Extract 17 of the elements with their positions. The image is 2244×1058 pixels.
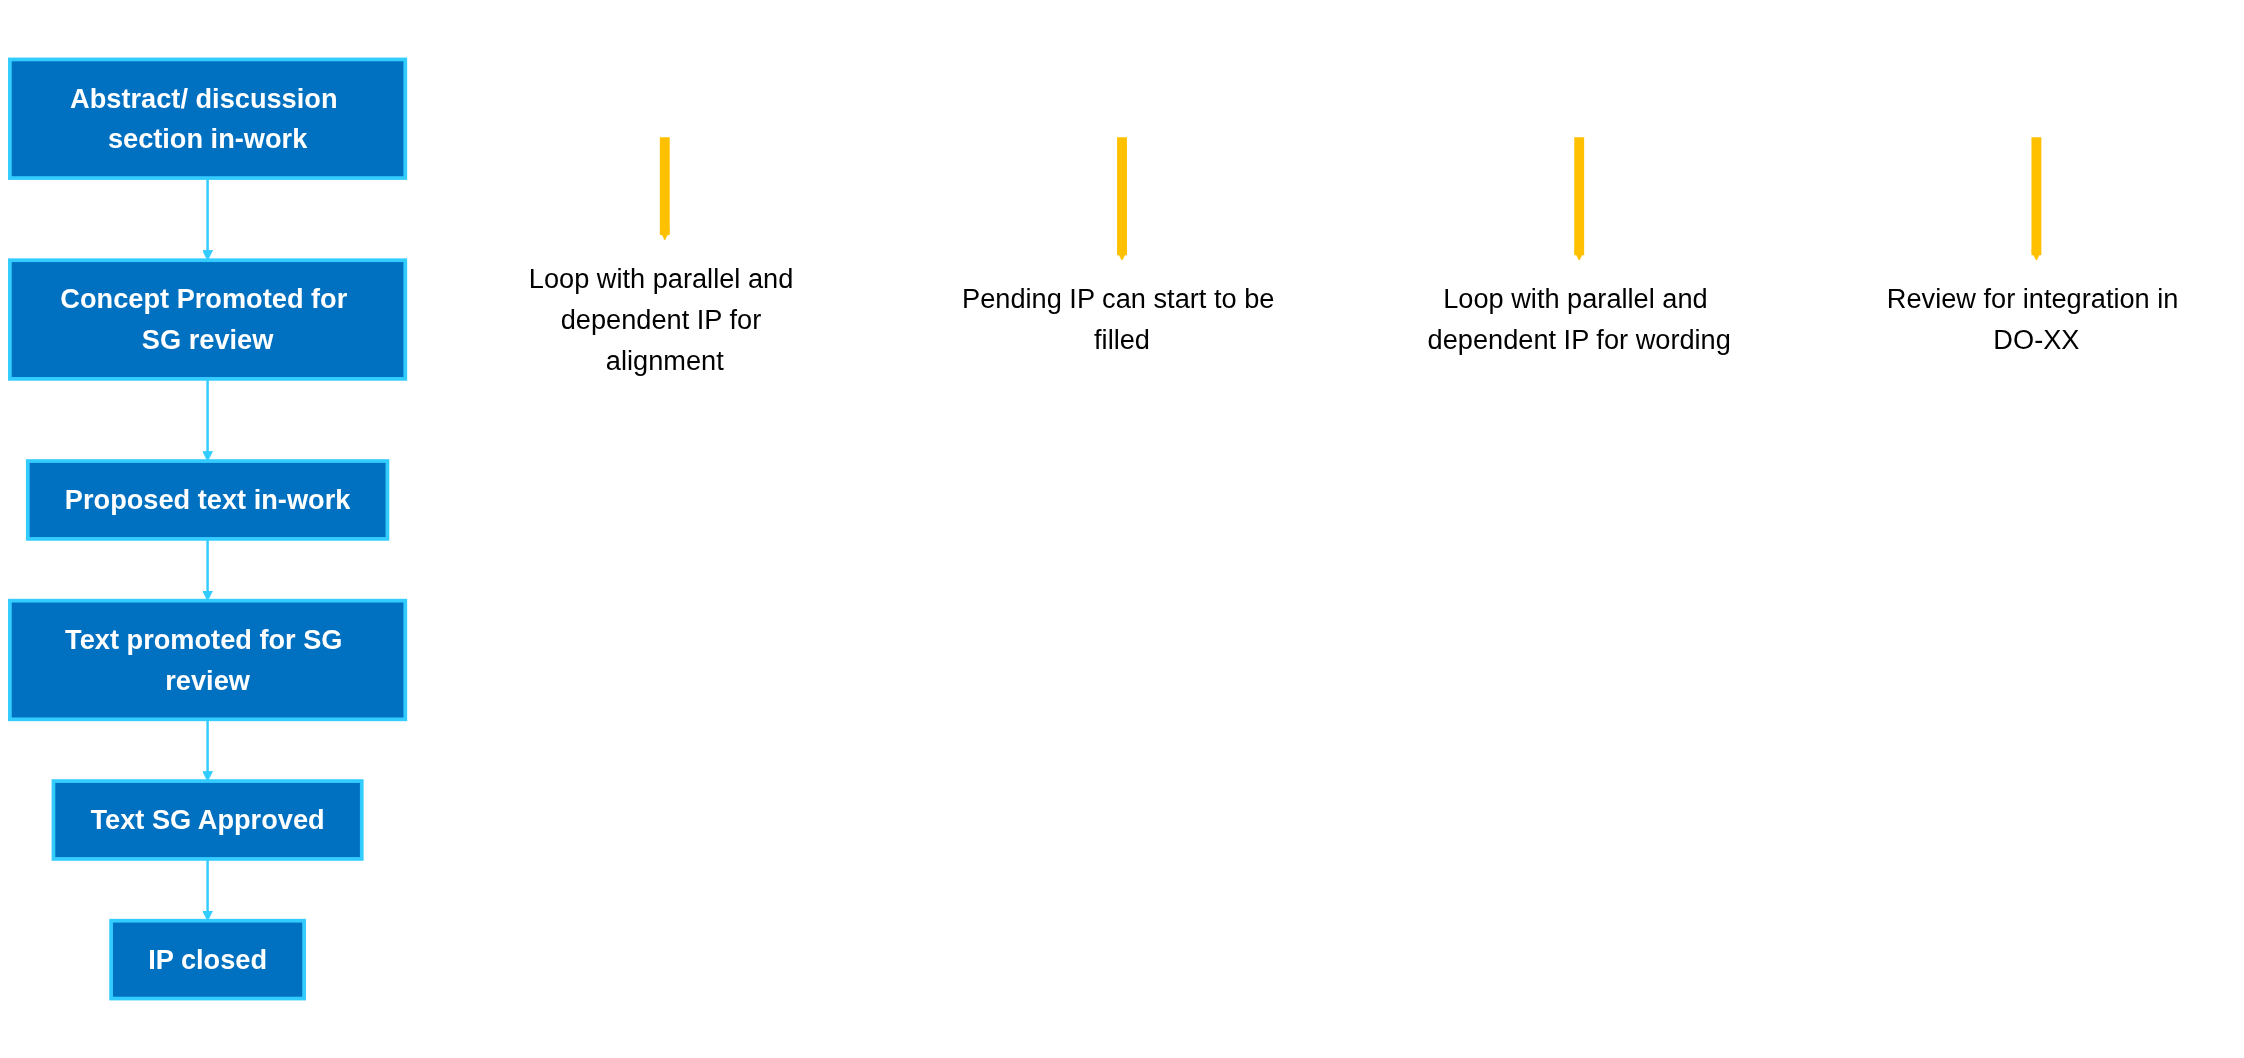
node-text: Pending IP can start to be filled	[962, 283, 1275, 356]
node-text: Loop with parallel and dependent IP for alignment	[528, 263, 794, 376]
node-box: Text SG Approved	[51, 779, 364, 861]
arrow	[1573, 137, 1585, 261]
arrow	[202, 378, 214, 462]
node-box: Proposed text in-work	[25, 459, 390, 541]
node-box: Text promoted for SG review	[8, 598, 408, 722]
arrow	[202, 719, 214, 782]
node-box: IP closed	[109, 918, 306, 1001]
node-box: Abstract/ discussion section in-work	[8, 57, 408, 180]
node-text: Review for integration in DO-XX	[1886, 283, 2179, 356]
node-box: Concept Promoted for SG review	[8, 258, 408, 381]
arrow	[1116, 137, 1128, 261]
arrow	[202, 178, 214, 261]
arrow	[2030, 137, 2042, 261]
arrow	[659, 137, 671, 241]
node-text: Loop with parallel and dependent IP for wording	[1427, 283, 1731, 356]
